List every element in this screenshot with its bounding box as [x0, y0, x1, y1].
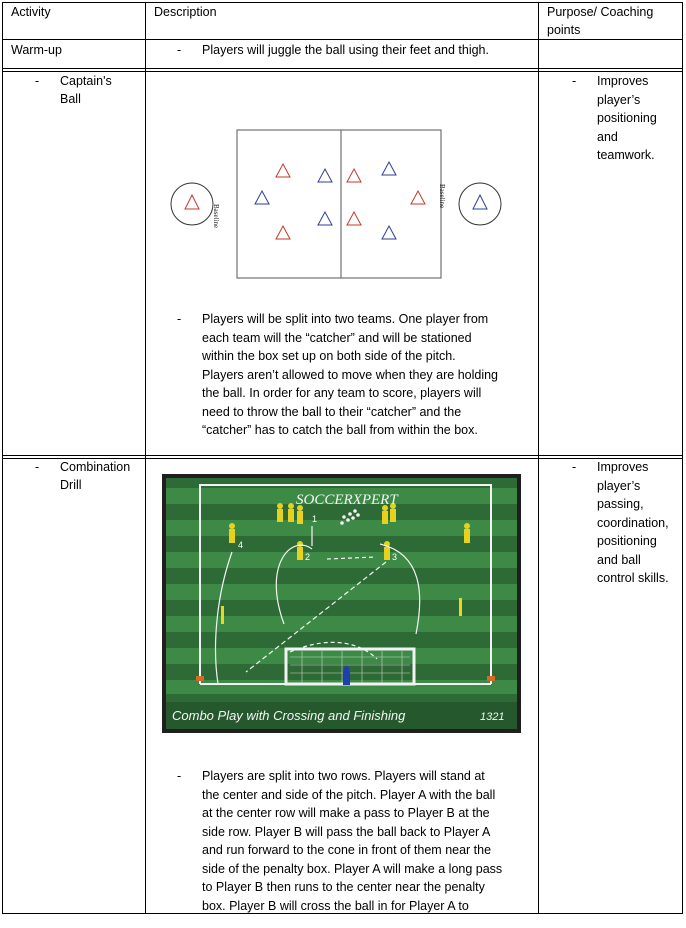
column-divider	[538, 2, 539, 914]
image-code: 1321	[480, 711, 504, 723]
purpose-line: positioning	[597, 111, 657, 125]
row-divider	[2, 39, 683, 40]
bullet: -	[35, 460, 40, 474]
description-line: Players aren’t allowed to move when they…	[202, 367, 499, 382]
description-line: Players are split into two rows. Players…	[202, 769, 485, 783]
description-line: the center and side of the pitch. Player…	[202, 787, 496, 802]
purpose-line: and	[597, 129, 618, 144]
purpose-line: coordination,	[597, 515, 669, 530]
description-line: each team will the “catcher” and will be…	[202, 330, 472, 345]
combination-drill-activity: Combination	[60, 460, 131, 474]
table-border	[2, 913, 683, 914]
column-divider	[145, 2, 146, 914]
purpose-line: and ball	[597, 552, 641, 567]
image-caption: Combo Play with Crossing and Finishing	[172, 708, 406, 723]
player-number: 3	[392, 552, 397, 562]
captains-ball-activity-cont: Ball	[60, 92, 81, 106]
row-divider	[2, 458, 683, 459]
description-line: the ball. In order for any team to score…	[202, 386, 482, 400]
description-line: and run forward to the cone in front of …	[202, 843, 492, 857]
captains-ball-diagram: Baseline Baseline	[168, 128, 508, 280]
captains-ball-activity: Captain's	[60, 74, 112, 88]
purpose-line: player’s	[597, 92, 641, 107]
description-line: to Player B then runs to the center near…	[202, 880, 485, 894]
description-line: box. Player B will cross the ball in for…	[202, 898, 469, 913]
purpose-line: teamwork.	[597, 148, 655, 162]
header-purpose-cont: points	[547, 23, 581, 37]
purpose-line: Improves	[597, 460, 649, 474]
player-number: 1	[312, 514, 317, 524]
baseline-right-label: Baseline	[438, 184, 446, 209]
combination-drill-activity-cont: Drill	[60, 478, 82, 492]
description-line: need to throw the ball to their “catcher…	[202, 404, 462, 419]
row-divider	[2, 455, 683, 456]
bullet: -	[572, 74, 577, 88]
table-border	[2, 2, 3, 914]
pitch-diagram	[170, 129, 502, 279]
description-line: Players will be split into two teams. On…	[202, 312, 489, 326]
table-border	[682, 2, 683, 914]
activity-table	[2, 2, 683, 914]
table-border	[2, 2, 683, 3]
player-number: 2	[305, 552, 310, 562]
brand-logo: SOCCERXPERT	[296, 492, 399, 508]
warmup-activity: Warm-up	[11, 43, 62, 57]
description-line: “catcher” has to catch the ball from wit…	[202, 423, 478, 437]
combination-drill-image: 1 2 3 4 SOCCERXPERT Combo Play with Cros…	[162, 474, 521, 733]
description-line: side row. Player B will pass the ball ba…	[202, 824, 491, 839]
warmup-description: Players will juggle the ball using their…	[202, 43, 489, 57]
row-divider	[2, 71, 683, 72]
purpose-line: player’s	[597, 478, 641, 493]
bullet: -	[177, 769, 182, 783]
bullet: -	[177, 312, 182, 326]
bullet: -	[177, 43, 182, 57]
bullet: -	[35, 74, 40, 88]
purpose-line: control skills.	[597, 571, 669, 585]
purpose-line: positioning	[597, 534, 657, 548]
player-number: 4	[238, 540, 243, 550]
description-line: side of the penalty box. Player A will m…	[202, 861, 503, 876]
purpose-line: passing,	[597, 497, 644, 511]
description-line: at the center row will make a pass to Pl…	[202, 806, 490, 820]
header-description: Description	[154, 5, 217, 19]
row-divider	[2, 68, 683, 69]
bullet: -	[572, 460, 577, 474]
drill-field: 1 2 3 4 SOCCERXPERT Combo Play with Cros…	[166, 478, 517, 729]
header-purpose: Purpose/ Coaching	[547, 5, 654, 19]
header-activity: Activity	[11, 5, 51, 19]
description-line: within the box set up on both side of th…	[202, 349, 456, 363]
baseline-left-label: Baseline	[212, 204, 220, 229]
purpose-line: Improves	[597, 74, 649, 88]
